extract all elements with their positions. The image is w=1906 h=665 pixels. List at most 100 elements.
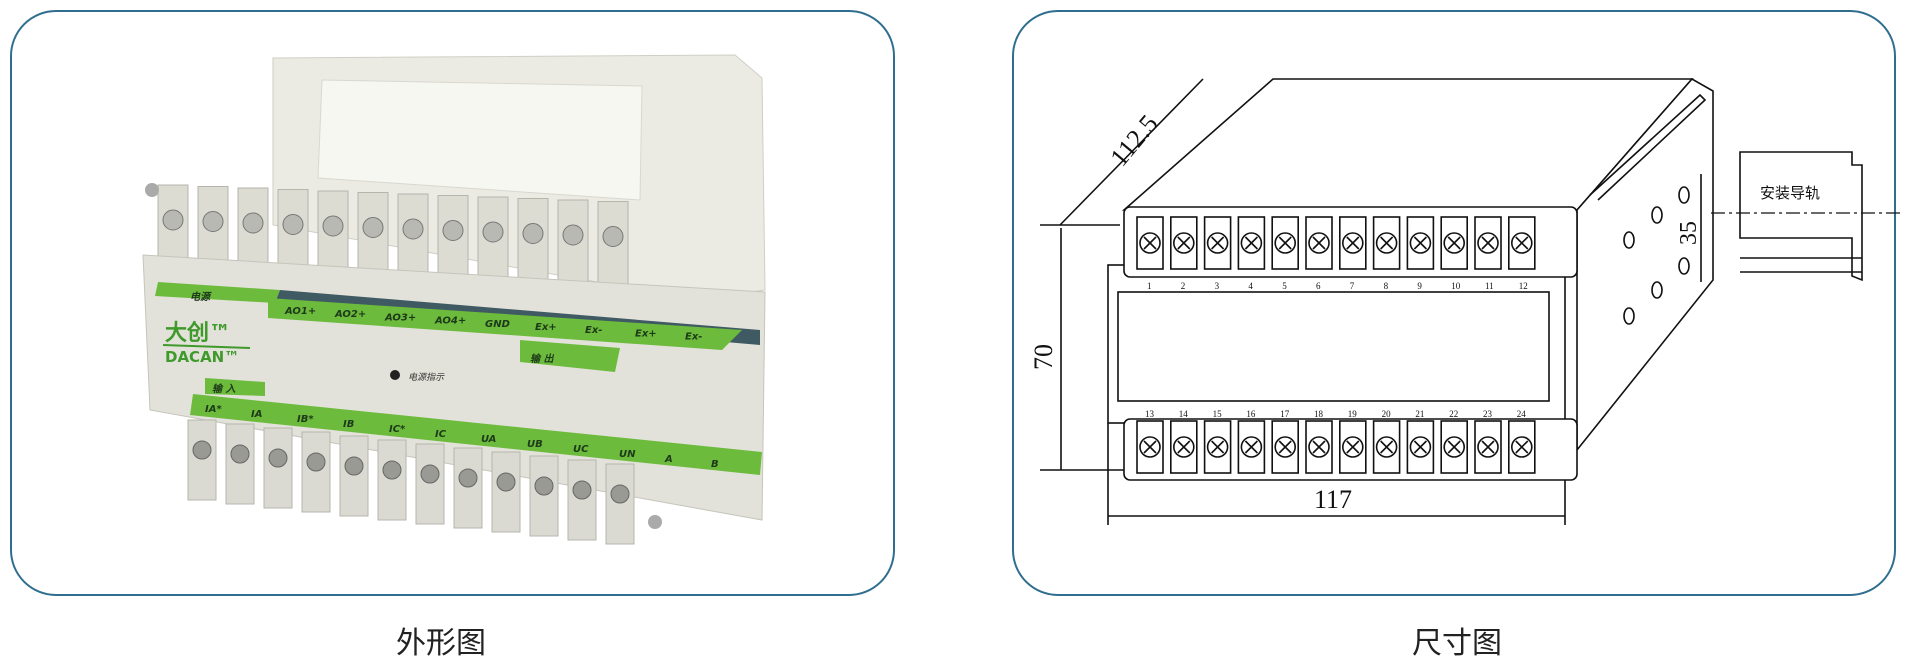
terminal-screw-icon (1511, 232, 1533, 254)
dim-depth-line (1059, 78, 1204, 226)
input-terminal-label: UC (573, 444, 589, 455)
output-terminal-label: Ex+ (635, 328, 657, 339)
dim-height: 70 (1029, 344, 1058, 370)
input-terminal-label: IA (251, 409, 262, 420)
terminal-screw-icon (1274, 436, 1296, 458)
terminal-screw-icon (1308, 232, 1330, 254)
terminal-slot (1372, 216, 1401, 270)
output-terminal-label: AO2+ (334, 309, 366, 320)
terminal-screw-icon (496, 472, 516, 492)
screw-cross (1346, 440, 1360, 454)
terminal-number: 8 (1384, 281, 1389, 291)
terminal-number: 15 (1213, 409, 1223, 419)
terminal-screw-icon (322, 215, 344, 237)
terminal-screw-icon (202, 211, 224, 232)
terminal-screw-icon (1443, 436, 1465, 458)
terminal-screw-icon (402, 218, 424, 240)
terminal-number: 21 (1415, 409, 1424, 419)
terminal-screw-icon (162, 209, 184, 231)
front-window (1117, 291, 1550, 402)
input-terminal-label: B (711, 459, 719, 470)
rail-label: 安装导轨 (1760, 184, 1820, 202)
terminal-screw-icon (1139, 436, 1161, 458)
terminal-screw-icon (1511, 436, 1533, 458)
side-holes (1623, 186, 1690, 325)
terminal-screw-icon (1477, 232, 1499, 254)
screw-cross (1346, 236, 1360, 250)
terminal-slot (1170, 216, 1198, 270)
terminal-screw-icon (458, 468, 478, 488)
terminal-number: 1 (1147, 281, 1152, 291)
input-label: 输 入 (212, 383, 235, 395)
mount-screw-icon (648, 515, 662, 529)
terminal-number: 22 (1449, 409, 1458, 419)
brand-cn: 大创™ (165, 321, 231, 346)
dim-depth: 112.5 (1104, 109, 1163, 172)
power-label: 电源 (190, 291, 212, 303)
terminal-housing (567, 459, 597, 541)
input-terminal-label: UA (481, 434, 496, 445)
terminal-screw-icon (1173, 436, 1195, 458)
screw-cross (1515, 236, 1529, 250)
screw-cross (1211, 236, 1225, 250)
output-terminal-label: AO3+ (384, 312, 416, 323)
terminal-screw-icon (1375, 232, 1398, 254)
terminal-screw-icon (192, 440, 212, 460)
band-power (155, 282, 280, 303)
screw-cross (1143, 440, 1157, 454)
terminal-number: 17 (1280, 409, 1290, 419)
terminal-screw-icon (572, 480, 592, 500)
terminal-screw-icon (1206, 436, 1229, 458)
terminal-screw-icon (268, 448, 288, 468)
terminal-housing (415, 443, 445, 525)
terminal-number: 16 (1246, 409, 1256, 419)
terminal-housing (597, 201, 629, 297)
terminal-number: 6 (1316, 281, 1321, 291)
terminal-screw-icon (1342, 232, 1364, 254)
terminal-screw-icon (1274, 232, 1296, 254)
screw-cross (1278, 236, 1292, 250)
terminal-number: 5 (1282, 281, 1287, 291)
screw-cross (1177, 440, 1191, 454)
terminal-slot (1406, 216, 1435, 270)
terminal-screw-icon (482, 221, 504, 243)
terminal-number: 24 (1517, 409, 1527, 419)
output-terminal-label: AO4+ (434, 316, 466, 327)
terminal-number: 3 (1215, 281, 1220, 291)
terminal-screw-icon (1173, 232, 1195, 254)
output-terminal-label: Ex- (585, 325, 602, 336)
terminal-screw-icon (1443, 232, 1465, 254)
terminal-screw-icon (1342, 436, 1364, 458)
terminal-screw-icon (242, 212, 264, 234)
terminal-screw-icon (1409, 232, 1432, 254)
screw-cross (1481, 440, 1495, 454)
terminal-housing (339, 435, 369, 517)
output-label: 输 出 (530, 353, 554, 365)
terminal-screw-icon (1375, 436, 1398, 458)
terminal-number: 10 (1451, 281, 1461, 291)
screw-cross (1515, 440, 1529, 454)
indicator-label: 电源指示 (408, 372, 445, 383)
output-terminal-label: Ex+ (535, 322, 557, 333)
screw-cross (1177, 236, 1191, 250)
terminal-number: 7 (1350, 281, 1355, 291)
terminal-number: 20 (1382, 409, 1392, 419)
terminal-number: 12 (1519, 281, 1528, 291)
screw-cross (1143, 236, 1157, 250)
terminal-screw-icon (1240, 232, 1263, 254)
terminal-screw-icon (602, 226, 624, 247)
screw-cross (1244, 236, 1258, 250)
terminal-screw-icon (522, 223, 544, 244)
terminal-number: 18 (1314, 409, 1324, 419)
input-terminal-label: IA* (205, 404, 222, 415)
screw-cross (1312, 440, 1326, 454)
terminal-number: 14 (1179, 409, 1189, 419)
terminal-slot (1136, 216, 1164, 270)
screw-cross (1481, 236, 1495, 250)
brand-en: DACAN™ (165, 348, 239, 366)
